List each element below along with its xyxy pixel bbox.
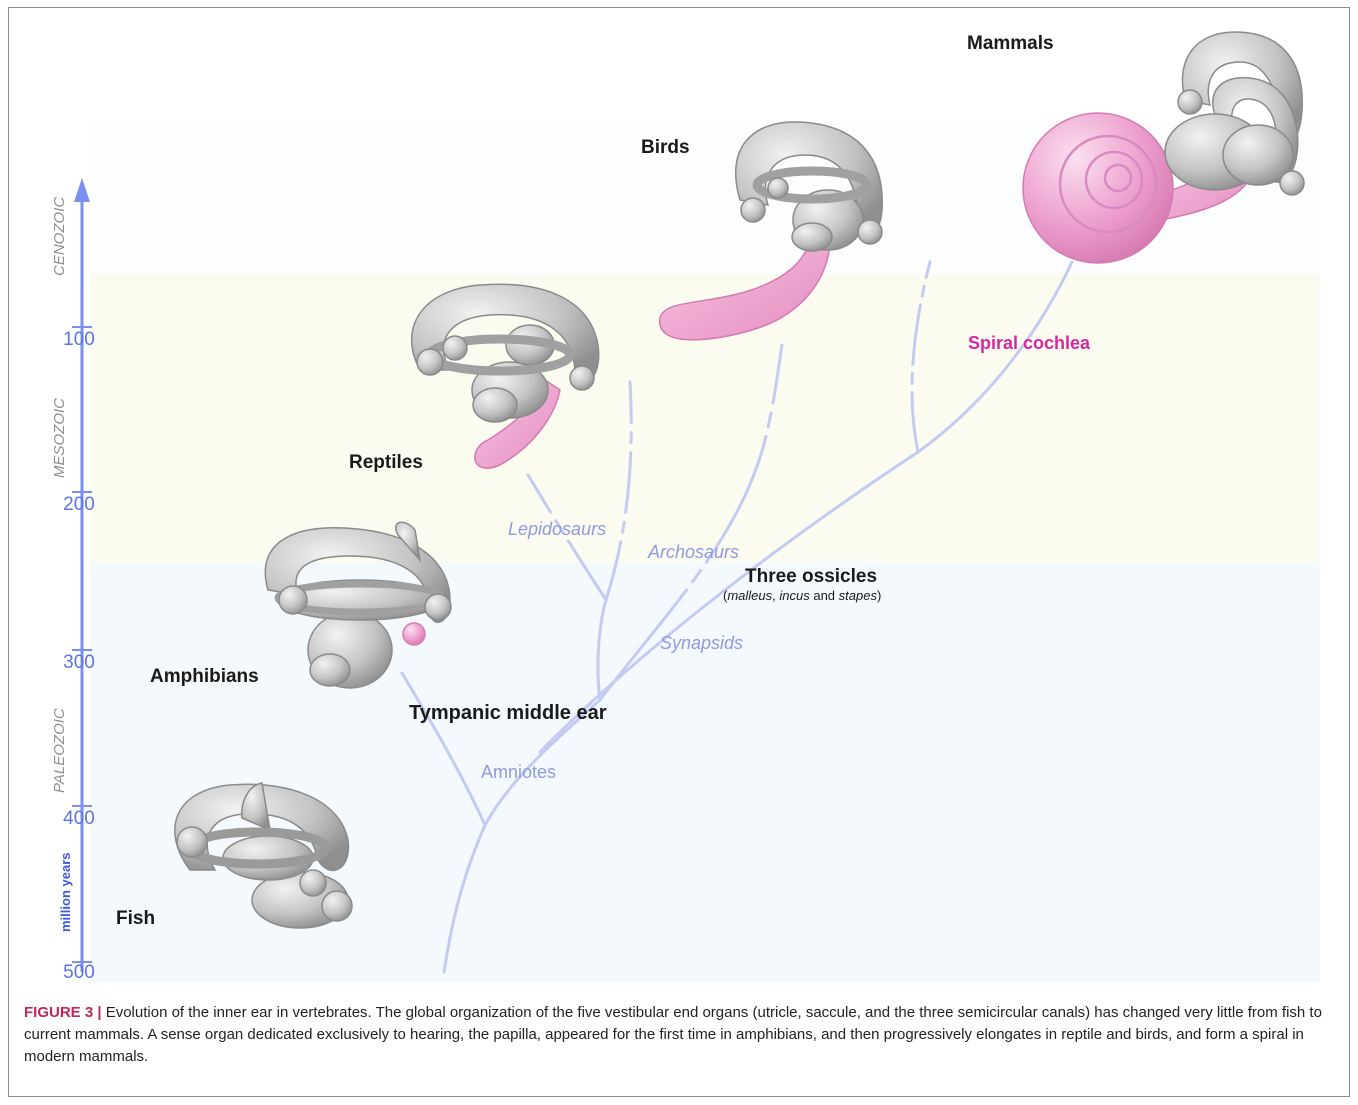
label-amniotes: Amniotes [481,762,556,782]
phylogenetic-tree [400,260,1074,974]
tick-label-300: 300 [63,652,95,673]
mammal-inner-ear [1022,31,1305,264]
archosaur-branch [598,343,784,702]
caption-label: FIGURE 3 | [24,1004,102,1021]
figure-caption: FIGURE 3 | Evolution of the inner ear in… [24,1002,1334,1068]
label-fish: Fish [116,908,155,929]
axis-arrowhead [74,178,90,202]
timeline-axis: 100 200 300 400 500 million years CENOZO… [51,178,95,983]
label-tympanic-middle-ear: Tympanic middle ear [409,702,607,724]
era-label-mesozoic: MESOZOIC [51,398,68,478]
lepidosaur-sibling-branch [604,380,633,602]
fish-inner-ear [174,782,353,929]
tick-label-500: 500 [63,962,95,983]
label-reptiles: Reptiles [349,452,423,473]
tick-label-200: 200 [63,494,95,515]
label-mammals: Mammals [967,33,1054,54]
sauropsid-branch [596,598,608,702]
caption-text: Evolution of the inner ear in vertebrate… [24,1004,1322,1065]
label-three-ossicles: Three ossicles [745,566,877,587]
label-lepidosaurs: Lepidosaurs [508,519,606,539]
mammal-sibling-branch [910,260,932,454]
era-label-paleozoic: PALEOZOIC [51,708,68,793]
reptile-inner-ear [410,283,600,469]
tick-label-100: 100 [63,329,95,350]
label-synapsids: Synapsids [660,633,743,653]
unit-label: million years [58,853,73,932]
evolution-diagram: 100 200 300 400 500 million years CENOZO… [51,31,1320,983]
amphibian-inner-ear [264,521,452,689]
label-amphibians: Amphibians [150,666,259,687]
tick-label-400: 400 [63,808,95,829]
synapsid-branch [538,260,1074,754]
label-spiral-cochlea: Spiral cochlea [968,333,1091,353]
label-ossicles-detail: (malleus, incus and stapes) [723,588,881,603]
lepidosaur-branch [526,473,608,602]
amphibian-branch [400,671,487,827]
label-archosaurs: Archosaurs [647,542,739,562]
bird-inner-ear [659,121,883,341]
era-label-cenozoic: CENOZOIC [51,197,68,276]
label-birds: Birds [641,137,690,158]
